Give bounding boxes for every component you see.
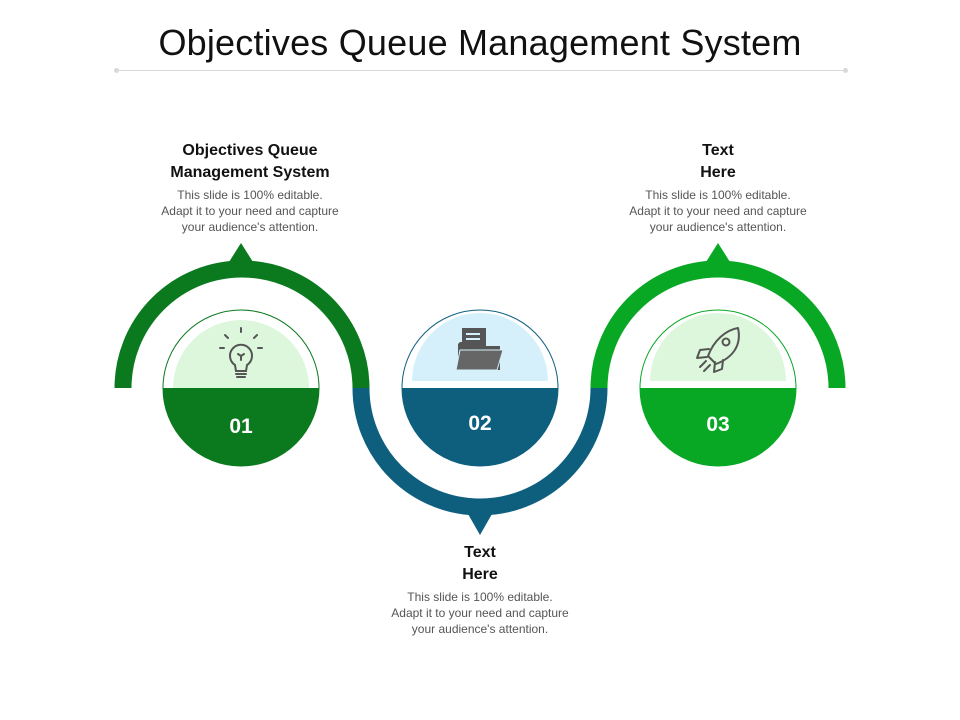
- step-3-arc: [590, 260, 846, 389]
- step-3-text-block: Text Here This slide is 100% editable. A…: [598, 140, 838, 235]
- step-1-circle: [162, 309, 320, 467]
- step-2-description: This slide is 100% editable. Adapt it to…: [391, 590, 569, 636]
- rocket-icon: [696, 327, 740, 373]
- step-2-number: 02: [468, 412, 492, 435]
- folder-icon: [455, 328, 504, 371]
- step-1-number: 01: [229, 415, 253, 438]
- step-1-heading: Objectives Queue Management System: [170, 142, 330, 181]
- step-2-heading: Text Here: [462, 544, 498, 583]
- step-3-circle: [639, 309, 797, 467]
- step-2-pointer: [468, 514, 492, 535]
- step-2-arc: [352, 387, 608, 516]
- step-3-pointer: [706, 243, 730, 262]
- step-1-text-block: Objectives Queue Management System This …: [130, 140, 370, 235]
- step-3-heading: Text Here: [700, 142, 736, 181]
- lightbulb-icon: [219, 327, 263, 378]
- step-1-pointer: [229, 243, 253, 262]
- step-2-text-block: Text Here This slide is 100% editable. A…: [360, 542, 600, 637]
- step-2-circle: [401, 309, 559, 467]
- step-3-description: This slide is 100% editable. Adapt it to…: [629, 188, 807, 234]
- step-3-number: 03: [706, 413, 730, 436]
- page-title: Objectives Queue Management System: [158, 22, 802, 63]
- step-1-description: This slide is 100% editable. Adapt it to…: [161, 188, 339, 234]
- step-1-arc: [114, 260, 370, 389]
- title-divider: [114, 68, 848, 73]
